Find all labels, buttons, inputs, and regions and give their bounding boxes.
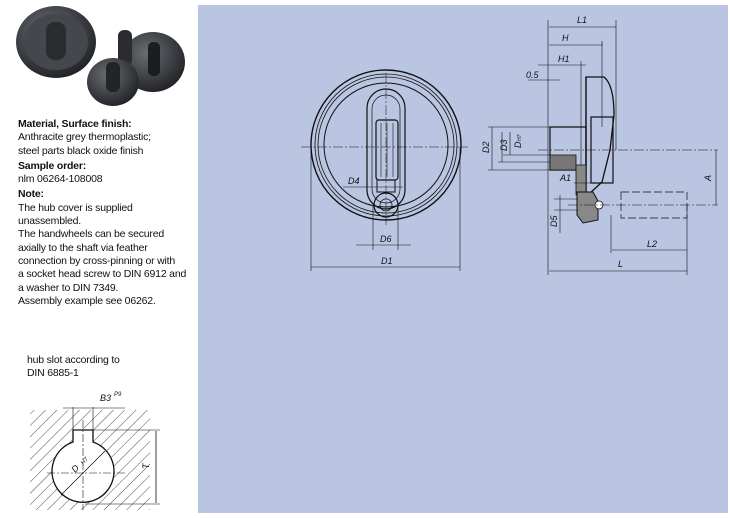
side-view (488, 20, 718, 275)
left-column: Material, Surface finish: Anthracite gre… (0, 0, 196, 518)
hub-slot-drawing: B3 P9 D H7 T (30, 392, 160, 510)
note-line: a washer to DIN 7349. (18, 281, 119, 294)
hub-slot-title: hub slot according to DIN 6885-1 (27, 354, 120, 381)
b3-label: B3 (100, 393, 111, 403)
product-info: Material, Surface finish: Anthracite gre… (18, 116, 196, 308)
d6-label: D6 (380, 234, 392, 244)
l1-label: L1 (577, 15, 587, 25)
t-label: T (141, 462, 151, 469)
note-line: a socket head screw to DIN 6912 and (18, 268, 187, 281)
technical-drawing: D1 D6 D4 (301, 15, 718, 275)
front-view (301, 69, 468, 271)
b3-tolerance: P9 (114, 392, 122, 398)
gap-label: 0.5 (526, 70, 540, 80)
h1-label: H1 (558, 54, 570, 64)
d-tolerance: H7 (517, 134, 523, 141)
a-label: A (703, 175, 713, 182)
d4-label: D4 (348, 176, 360, 186)
d1-label: D1 (381, 256, 393, 266)
d5-label: D5 (549, 215, 559, 227)
d-tolerance: H7 (80, 456, 90, 466)
material-line: steel parts black oxide finish (18, 144, 144, 157)
note-line: Assembly example see 06262. (18, 294, 156, 307)
hub-slot-title-line: DIN 6885-1 (27, 367, 79, 380)
note-line: unassembled. (18, 215, 81, 228)
d2-label: D2 (481, 141, 491, 153)
hub-slot-title-line: hub slot according to (27, 354, 120, 366)
note-heading: Note: (18, 188, 44, 201)
sample-order-heading: Sample order: (18, 159, 87, 172)
note-line: The hub cover is supplied (18, 201, 133, 214)
material-heading: Material, Surface finish: (18, 118, 132, 130)
drawing-panel: D1 D6 D4 (198, 5, 728, 513)
d3-label: D3 (499, 139, 509, 151)
a1-label: A1 (559, 173, 571, 183)
h-label: H (562, 33, 569, 43)
note-line: The handwheels can be secured (18, 228, 164, 241)
material-line: Anthracite grey thermoplastic; (18, 131, 151, 144)
note-line: connection by cross-pinning or with (18, 254, 176, 267)
d-label: D (513, 141, 523, 148)
note-line: axially to the shaft via feather (18, 241, 148, 254)
sample-order-value: nlm 06264-108008 (18, 173, 103, 186)
product-photo (16, 6, 185, 106)
l2-label: L2 (647, 239, 657, 249)
l-label: L (618, 259, 623, 269)
